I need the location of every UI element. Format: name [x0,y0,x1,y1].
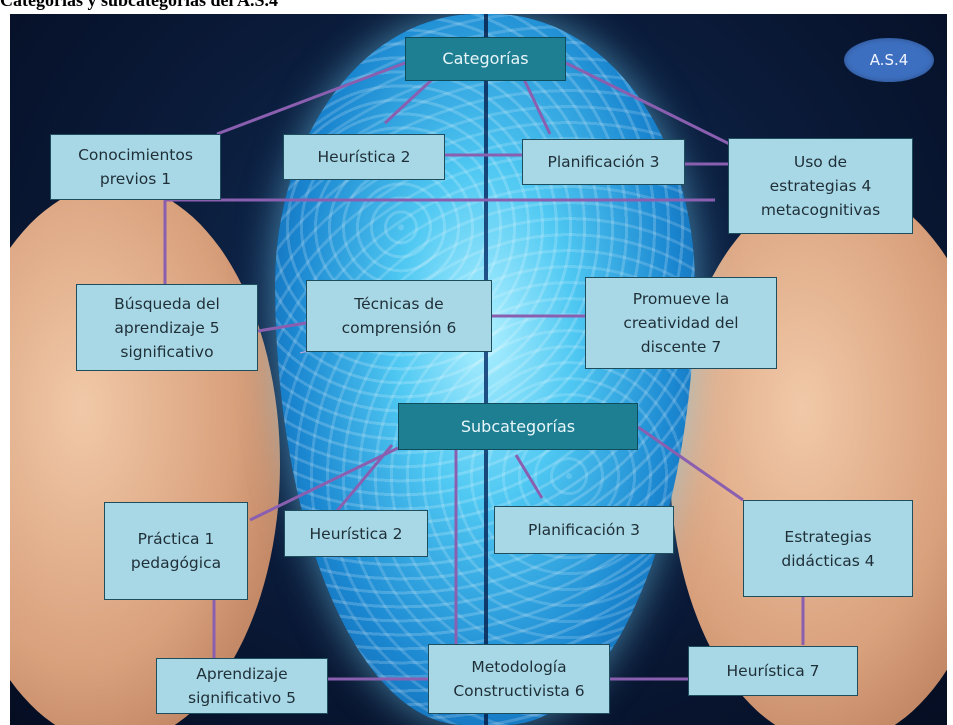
connector-line [258,323,306,331]
promueve-creatividad-box: Promueve la creatividad del discente 7 [585,277,777,369]
diagram-canvas: A.S.4 Categorías Conocimientos previos 1… [10,14,947,725]
heuristica-7-box: Heurística 7 [688,646,858,696]
tecnicas-comprension-box: Técnicas de comprensión 6 [306,280,492,352]
connector-line [217,63,405,134]
heuristica-category-box: Heurística 2 [283,134,445,180]
connector-line [638,427,743,500]
connector-line [522,75,550,134]
busqueda-aprendizaje-box: Búsqueda del aprendizaje 5 significativo [76,284,258,371]
estrategias-didacticas-box: Estrategias didácticas 4 [743,500,913,597]
subcategorias-header: Subcategorías [398,403,638,450]
connector-line [516,455,542,498]
planificacion-category-box: Planificación 3 [522,139,685,185]
diagram-title: Categorías y subcategorías del A.S.4 [0,0,278,12]
heuristica-subcategory-box: Heurística 2 [284,510,428,557]
as4-badge: A.S.4 [844,38,934,82]
aprendizaje-significativo-box: Aprendizaje significativo 5 [156,658,328,714]
practica-pedagogica-box: Práctica 1 pedagógica [104,502,248,600]
uso-estrategias-box: Uso de estrategias 4 metacognitivas [728,138,913,234]
metodologia-constructivista-box: Metodología Constructivista 6 [428,644,610,714]
planificacion-subcategory-box: Planificación 3 [494,506,674,554]
categorias-header: Categorías [405,37,566,81]
connector-line [385,75,437,123]
conocimientos-previos-box: Conocimientos previos 1 [50,134,221,200]
